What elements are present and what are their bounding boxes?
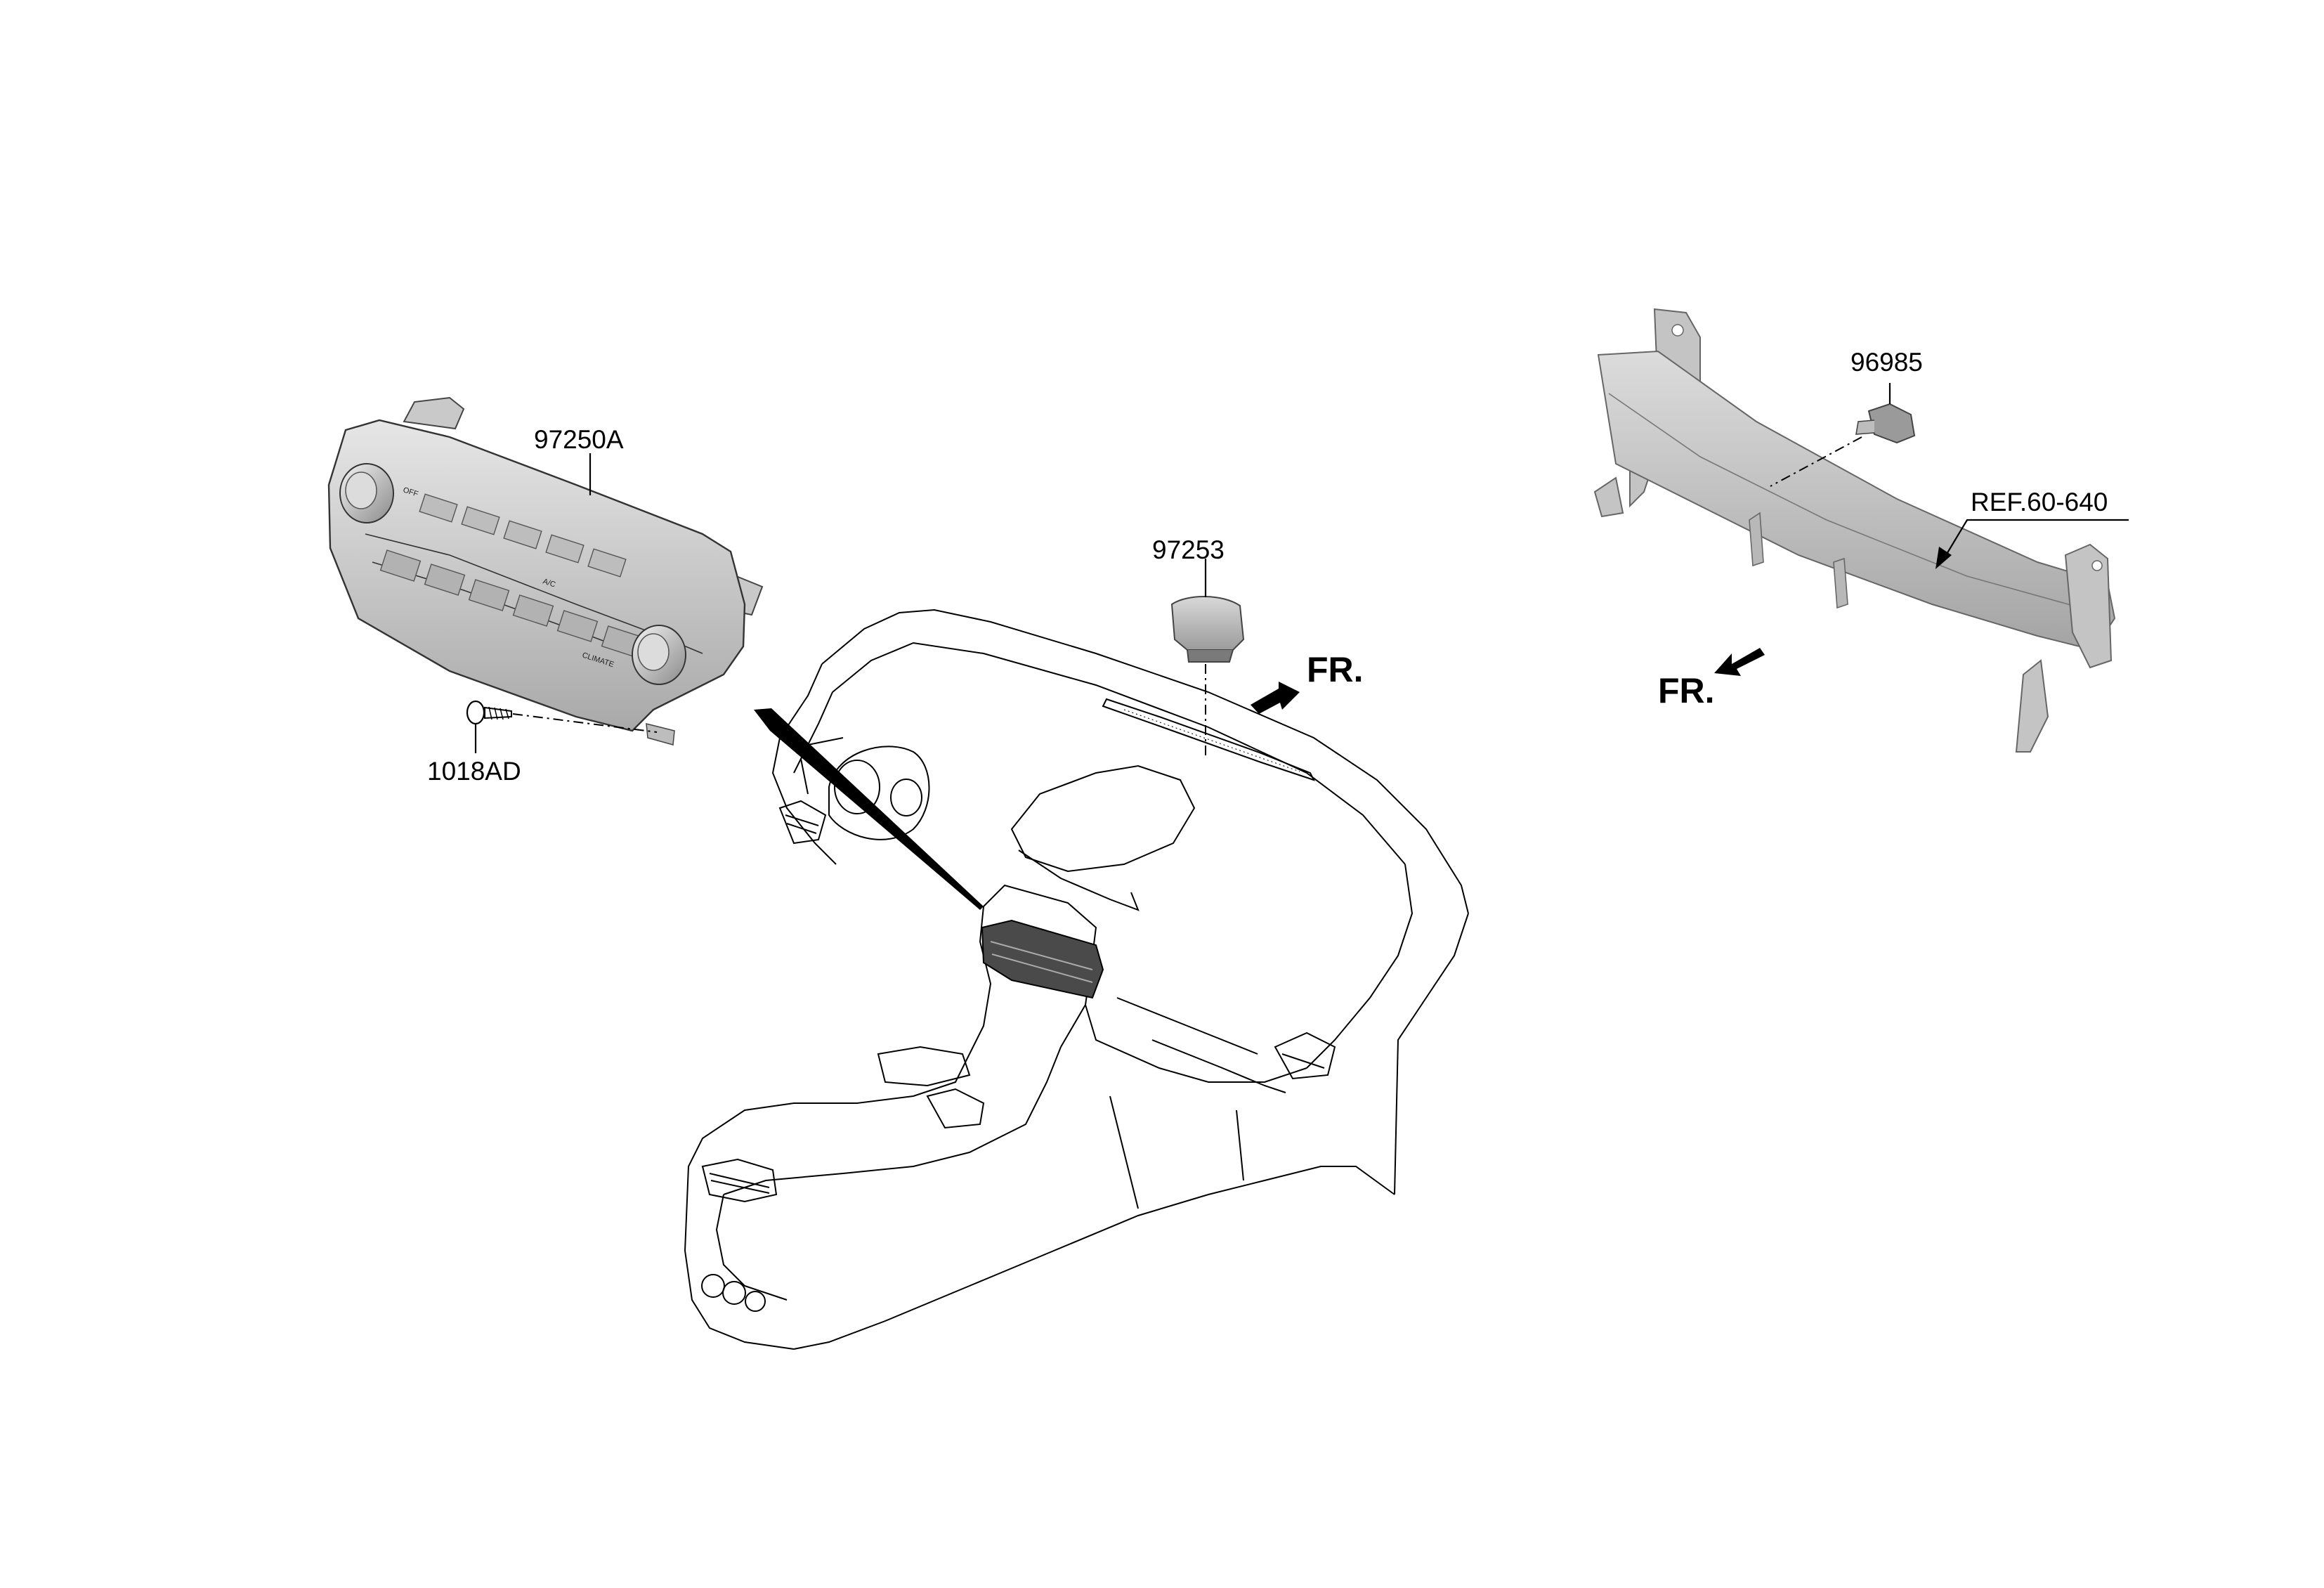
screw-dash-line — [512, 713, 658, 733]
callout-ref-60-640: REF.60-640 — [1971, 488, 2108, 516]
leader-ref-60-640 — [1945, 519, 2129, 556]
module-96985 — [1855, 403, 1916, 444]
sensor-97253 — [1170, 596, 1245, 663]
callout-97253: 97253 — [1152, 535, 1225, 564]
fr-label-right: FR. — [1658, 671, 1715, 710]
dashboard-drawing — [684, 608, 1469, 1350]
screw — [466, 700, 512, 725]
ref-arrowhead — [1935, 547, 1952, 569]
ac-button-label: A/C — [542, 577, 556, 589]
dashboard-climate-unit-location — [981, 919, 1104, 999]
callout-97250a: 97250A — [534, 425, 624, 454]
callout-1018ad: 1018AD — [427, 757, 521, 786]
front-direction-arrow-center — [1251, 682, 1300, 714]
callout-96985: 96985 — [1850, 348, 1923, 377]
module-dash-line — [1770, 436, 1862, 487]
front-direction-arrow-right — [1714, 648, 1765, 676]
climate-control-unit: OFF A/C CLIMATE — [327, 396, 764, 746]
crash-pad-beam — [1593, 308, 2116, 753]
fr-label-center: FR. — [1307, 650, 1364, 689]
